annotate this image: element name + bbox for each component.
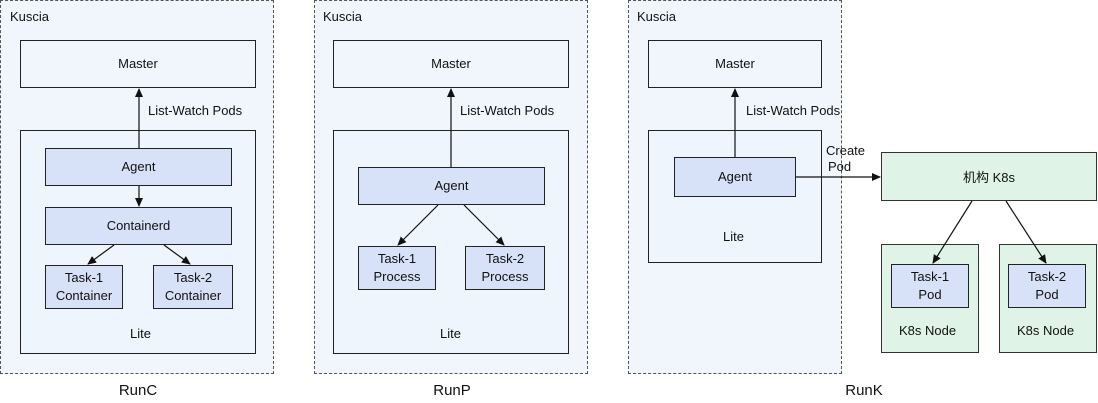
runk-org-k8s-node[interactable]: 机构 K8s xyxy=(881,152,1097,201)
runk-master-label: Master xyxy=(715,56,755,71)
runk-k8s-node-2-label: K8s Node xyxy=(1017,323,1075,338)
runp-caption: RunP xyxy=(433,382,471,399)
runc-task2-line2: Container xyxy=(164,288,222,303)
runc-containerd-to-task1-arrow xyxy=(87,244,115,265)
runk-create-line: Create xyxy=(826,143,866,158)
runp-agent-node[interactable]: Agent xyxy=(358,167,545,205)
runp-agent-to-task2-arrow xyxy=(463,204,505,246)
runc-containerd-label: Containerd xyxy=(106,218,171,233)
runk-task2-line1: Task-2 xyxy=(1027,269,1067,284)
runc-master-node[interactable]: Master xyxy=(20,40,256,88)
runp-task2-line2: Process xyxy=(481,269,529,284)
runp-list-watch-label: List-Watch Pods xyxy=(460,103,555,118)
runc-list-watch-label: List-Watch Pods xyxy=(148,103,243,118)
runk-list-watch-label: List-Watch Pods xyxy=(746,103,841,118)
runk-task1-line2: Pod xyxy=(918,287,942,302)
runc-agent-label: Agent xyxy=(121,159,156,174)
runc-agent-node[interactable]: Agent xyxy=(45,148,232,186)
runp-lite-label: Lite xyxy=(440,326,461,341)
runc-kuscia-label: Kuscia xyxy=(10,9,50,24)
runp-agent-to-task1-arrow xyxy=(397,204,439,246)
runp-agent-label: Agent xyxy=(434,178,469,193)
runk-create-pod-label: Create Pod xyxy=(826,143,865,175)
runp-kuscia-label: Kuscia xyxy=(323,9,363,24)
runk-master-node[interactable]: Master xyxy=(648,40,822,88)
runc-containerd-to-task2-arrow xyxy=(163,244,191,265)
runc-containerd-node[interactable]: Containerd xyxy=(45,207,232,245)
runc-caption: RunC xyxy=(118,382,158,399)
runk-pod-line: Pod xyxy=(827,159,852,174)
runk-k8s-node-1-label: K8s Node xyxy=(899,323,957,338)
runp-task1-line2: Process xyxy=(373,269,421,284)
runk-agent-node[interactable]: Agent xyxy=(674,157,796,197)
runp-task1-line1: Task-1 xyxy=(377,251,417,266)
runk-agent-label: Agent xyxy=(718,169,752,184)
runk-k8s-to-task2-arrow xyxy=(1005,200,1047,264)
runk-kuscia-label: Kuscia xyxy=(637,9,677,24)
runk-k8s-to-task1-arrow xyxy=(932,200,973,264)
runk-lite-label: Lite xyxy=(723,229,744,244)
runk-k8s-label: 机构 K8s xyxy=(962,170,1015,185)
runk-task2-line2: Pod xyxy=(1035,287,1059,302)
runc-task1-line2: Container xyxy=(55,288,113,303)
runp-master-node[interactable]: Master xyxy=(333,40,569,88)
runk-task1-line1: Task-1 xyxy=(910,269,950,284)
runc-task1-line1: Task-1 xyxy=(64,270,104,285)
runc-master-label: Master xyxy=(118,56,158,71)
runp-master-label: Master xyxy=(431,56,471,71)
runp-task2-line1: Task-2 xyxy=(485,251,525,266)
runc-task2-line1: Task-2 xyxy=(173,270,213,285)
runk-caption: RunK xyxy=(845,382,883,399)
runc-lite-label: Lite xyxy=(130,326,151,341)
